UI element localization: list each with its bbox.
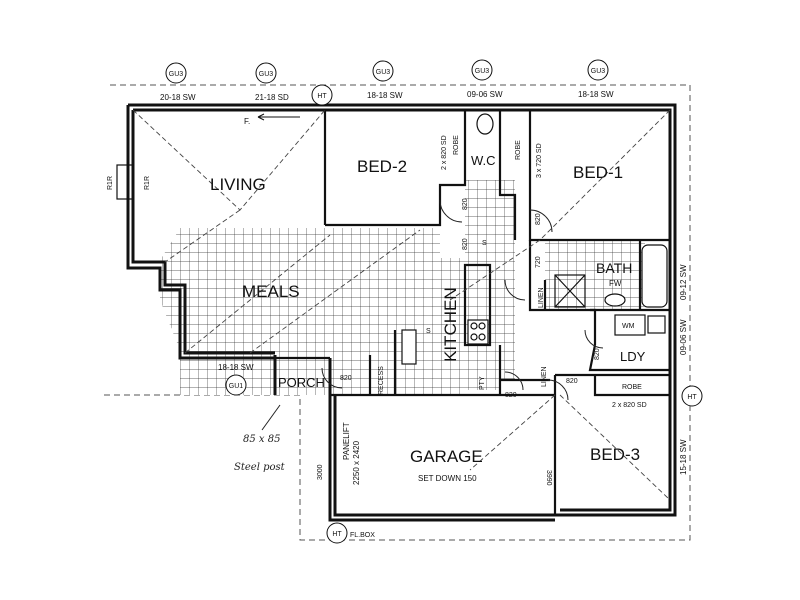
steel-arrow — [261, 404, 281, 431]
robe-bed3-label: ROBE — [622, 384, 642, 391]
gu-tag-4: GU3 — [475, 68, 490, 75]
room-living: LIVING — [210, 175, 266, 194]
window-label-right3: 15-18 SW — [679, 439, 688, 475]
robe-bed2-size: 2 x 820 SD — [441, 135, 448, 170]
gu-tag-1: GU3 — [169, 71, 184, 78]
arrow-f — [257, 113, 300, 121]
steel-note-1: 85 x 85 — [243, 434, 280, 445]
robe-bed1-label: ROBE — [515, 140, 522, 160]
window-label-right1: 09-12 SW — [679, 264, 688, 300]
dim-3990: 3990 — [545, 470, 552, 486]
window-label-top3: 18-18 SW — [367, 91, 403, 100]
window-label-top1: 20-18 SW — [160, 93, 196, 102]
panelift: PANELIFT — [342, 422, 351, 460]
gu-tag-5: GU3 — [591, 68, 606, 75]
window-label-top5: 18-18 SW — [578, 90, 614, 99]
room-wc: W.C — [471, 153, 496, 168]
room-recess: RECESS — [378, 366, 385, 395]
s-tag-2: S — [426, 328, 431, 335]
window-r1r — [116, 164, 134, 200]
robe-bed2-label: ROBE — [453, 135, 460, 155]
door-820-b: 820 — [462, 238, 469, 250]
fw-label: FW — [609, 279, 622, 288]
window-label-meals: 18-18 SW — [218, 363, 254, 372]
room-kitchen: KITCHEN — [441, 287, 460, 362]
door-820-c: 820 — [535, 213, 542, 225]
door-820-e: 820 — [505, 392, 517, 399]
door-820-d: 820 — [340, 375, 352, 382]
room-garage: GARAGE — [410, 447, 483, 466]
window-label-right2: 09-06 SW — [679, 319, 688, 355]
steel-note-2: Steel post — [234, 462, 286, 473]
door-820-f: 820 — [566, 378, 578, 385]
gu-tags — [165, 59, 703, 544]
robe-bed1-size: 3 x 720 SD — [536, 143, 543, 178]
fixtures — [116, 113, 668, 365]
door-820-g: 820 — [594, 348, 601, 360]
gu-tag-2: GU3 — [259, 71, 274, 78]
ht-tag-2: HT — [687, 394, 697, 401]
room-linen-2: LINEN — [541, 366, 548, 387]
roof-lines — [132, 109, 671, 501]
room-meals: MEALS — [242, 282, 300, 301]
ht-tag-3: HT — [332, 531, 342, 538]
door-720: 720 — [535, 256, 542, 268]
basin-icon — [604, 293, 626, 307]
sink-icon — [401, 329, 417, 365]
room-pty: PTY — [479, 376, 486, 390]
room-ldy: LDY — [620, 349, 646, 364]
r1r-a: R1R — [107, 176, 114, 190]
room-labels: LIVING BED-2 BED-1 W.C MEALS KITCHEN BAT… — [210, 153, 646, 466]
room-bed2: BED-2 — [357, 157, 407, 176]
cooktop-icon — [467, 319, 489, 345]
window-label-top4: 09-06 SW — [467, 90, 503, 99]
ht-tag-1: HT — [317, 93, 327, 100]
annotations: F. ROBE 2 x 820 SD ROBE 3 x 720 SD ROBE … — [107, 113, 647, 539]
wm-label: WM — [622, 323, 635, 330]
gu-tag-6: GU1 — [229, 383, 244, 390]
garage-sub: SET DOWN 150 — [418, 474, 477, 483]
gu-tag-3: GU3 — [376, 69, 391, 76]
window-labels: 20-18 SW 21-18 SD 18-18 SW 09-06 SW 18-1… — [160, 90, 688, 475]
room-bath: BATH — [596, 260, 632, 276]
wm-box — [614, 314, 646, 336]
room-linen-1: LINEN — [538, 287, 545, 308]
door-swings — [321, 199, 604, 401]
room-bed1: BED-1 — [573, 163, 623, 182]
panelift-size: 2250 x 2420 — [352, 440, 361, 485]
r1r-b: R1R — [144, 176, 151, 190]
s-tag-1: S — [482, 240, 487, 247]
flbox-label: FL.BOX — [350, 532, 375, 539]
shower-icon — [554, 274, 586, 308]
window-label-top2: 21-18 SD — [255, 93, 289, 102]
arrow-f-label: F. — [244, 117, 250, 126]
tub-small — [647, 315, 666, 334]
room-bed3: BED-3 — [590, 445, 640, 464]
bathtub-icon — [641, 244, 668, 308]
room-porch: PORCH — [278, 375, 325, 390]
internal-walls — [275, 110, 670, 515]
toilet-icon — [476, 113, 494, 135]
door-820-a: 820 — [462, 198, 469, 210]
robe-bed3-size: 2 x 820 SD — [612, 402, 647, 409]
gu-tag-labels: GU3 GU3 GU3 GU3 GU3 GU1 HT HT HT — [169, 68, 698, 538]
dim-3000: 3000 — [317, 464, 324, 480]
